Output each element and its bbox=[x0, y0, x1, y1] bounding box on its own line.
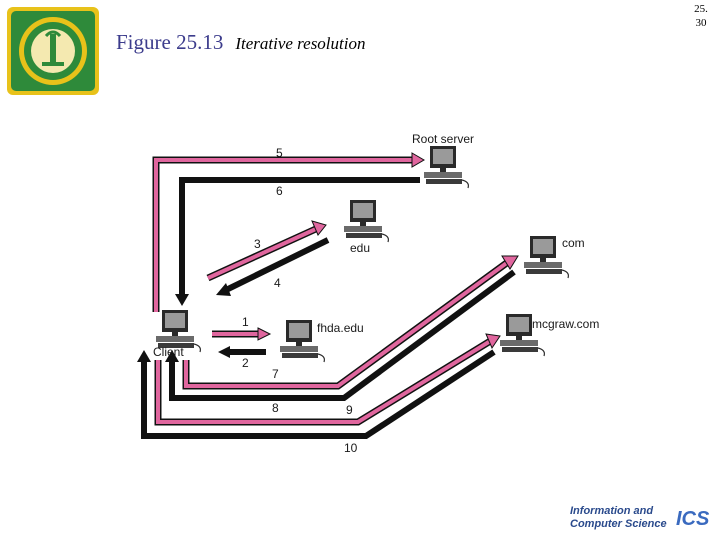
host-label-edu: edu bbox=[350, 241, 370, 255]
host-label-client: Client bbox=[153, 345, 184, 359]
host-label-com: com bbox=[562, 236, 585, 250]
step-label-3: 3 bbox=[254, 237, 261, 251]
arrow-step-9 bbox=[154, 337, 494, 426]
step-label-6: 6 bbox=[276, 184, 283, 198]
university-logo bbox=[7, 7, 99, 95]
footer-line-2: Computer Science bbox=[570, 518, 667, 530]
step-label-2: 2 bbox=[242, 356, 249, 370]
arrow-step-6 bbox=[179, 177, 420, 296]
host-label-root: Root server bbox=[412, 132, 474, 146]
figure-number: Figure 25.13 bbox=[116, 30, 224, 54]
step-label-8: 8 bbox=[272, 401, 279, 415]
arrow-step-10 bbox=[141, 349, 496, 439]
arrow-step-4 bbox=[224, 237, 330, 293]
page-number: 25. 30 bbox=[688, 2, 714, 30]
ics-logo: ICS bbox=[676, 508, 710, 530]
arrow-step-8 bbox=[169, 269, 516, 401]
step-label-1: 1 bbox=[242, 315, 249, 329]
step-label-4: 4 bbox=[274, 276, 281, 290]
computer-icon bbox=[423, 145, 469, 189]
figure-caption: Iterative resolution bbox=[235, 34, 366, 53]
page-number-text: 25. 30 bbox=[694, 3, 708, 29]
figure-title: Figure 25.13 Iterative resolution bbox=[116, 30, 365, 55]
footer-org-name: Information and Computer Science bbox=[570, 505, 667, 531]
host-label-mcgraw: mcgraw.com bbox=[532, 317, 599, 331]
header-band bbox=[0, 0, 720, 100]
step-label-7: 7 bbox=[272, 367, 279, 381]
host-label-fhda: fhda.edu bbox=[317, 321, 364, 335]
step-label-5: 5 bbox=[276, 146, 283, 160]
footer-line-1: Information and bbox=[570, 505, 654, 517]
step-label-10: 10 bbox=[344, 441, 358, 455]
computer-icon bbox=[343, 199, 389, 243]
step-label-9: 9 bbox=[346, 403, 353, 417]
